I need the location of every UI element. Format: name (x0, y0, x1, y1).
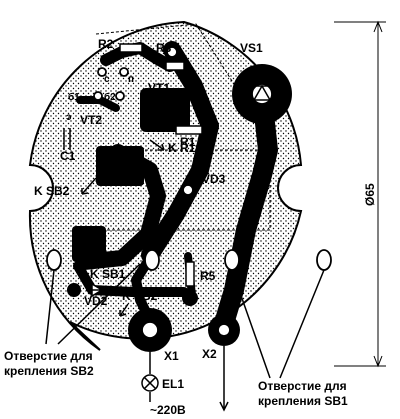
hole-sb1-right (316, 249, 332, 271)
label-c1: C1 (60, 149, 76, 163)
label-r5: R5 (200, 269, 216, 283)
hole-b1 (93, 91, 103, 101)
arrow-k-sb1 (79, 253, 89, 263)
label-vd2: VD2 (84, 294, 108, 308)
leader-caption-left (45, 263, 141, 345)
label-e: э (66, 112, 72, 123)
hole-p (119, 67, 129, 77)
components (63, 43, 272, 298)
arrow-k-sb2-bottom (119, 303, 129, 317)
thyristor-symbol (252, 84, 272, 101)
pad-sb1 (72, 226, 106, 262)
hole-b2 (115, 91, 125, 101)
label-r2: R2 (98, 37, 114, 51)
hole-x1 (141, 321, 159, 339)
mounting-holes (46, 46, 332, 339)
pad-vt2 (96, 146, 144, 186)
lamp-el1 (141, 374, 159, 392)
pad-r5 (182, 290, 198, 306)
hole-x2 (217, 323, 231, 337)
track-vt2-sb2 (76, 144, 166, 270)
captions: Отверстие для крепления SB2 Отверстие дл… (4, 349, 348, 408)
resistor-r2 (119, 43, 143, 53)
arrow-k-r1 (149, 139, 165, 151)
capacitor-c1 (63, 128, 71, 150)
copper-pads (67, 64, 292, 352)
label-c: с (104, 74, 110, 85)
resistor-r3 (165, 61, 185, 71)
caption-right-line1: Отверстие для (258, 379, 347, 393)
label-vs1: VS1 (240, 41, 263, 55)
arrows (45, 139, 325, 412)
resistor-r5 (185, 261, 195, 287)
label-vd3: VD3 (202, 172, 226, 186)
arrow-k-sb2-left (81, 177, 97, 195)
pad-vd2 (67, 283, 81, 297)
hole-vd3 (182, 184, 194, 196)
hole-sb1-left (224, 249, 240, 271)
caption-right-line2: крепления SB1 (258, 394, 348, 408)
label-b1: б1 (68, 91, 80, 103)
track-vs1-x2 (212, 86, 278, 340)
label-x2: X2 (202, 347, 217, 361)
hole-vs1 (251, 83, 273, 105)
label-p: п (128, 74, 134, 85)
label-diameter: Ø65 (363, 183, 377, 206)
hole-r3 (166, 46, 178, 58)
label-vt1: VT1 (148, 81, 170, 95)
caption-left-line2: крепления SB2 (4, 364, 94, 378)
label-r3: R3 (156, 41, 172, 55)
component-outline (91, 23, 272, 258)
diode-vd2 (86, 282, 108, 298)
label-r1: R1 (180, 135, 196, 149)
label-k-r1: K R1 (168, 141, 196, 155)
label-x1: X1 (164, 349, 179, 363)
label-b2: б2 (104, 91, 116, 103)
label-vt2: VT2 (80, 113, 102, 127)
label-k-sb2-left: K SB2 (34, 184, 70, 198)
hole-sb2-right (144, 249, 160, 271)
hole-sb2-left (46, 249, 62, 271)
label-voltage: ~220В (150, 403, 186, 417)
resistor-r1 (175, 125, 203, 135)
label-el1: EL1 (162, 377, 184, 391)
label-k-sb2-bottom: K SB2 (122, 289, 158, 303)
diameter-dimension (334, 20, 386, 368)
pad-vt1 (140, 88, 190, 132)
labels: R2 R3 VS1 с п б1 б2 VT1 э VT2 R1 K R1 C1… (34, 37, 377, 417)
label-k-sb1: K SB1 (90, 267, 126, 281)
hole-c (97, 67, 107, 77)
caption-left-line1: Отверстие для (4, 349, 93, 363)
x2-down-arrow (219, 346, 229, 412)
leader-caption-right (231, 269, 325, 379)
track-r3-vd3 (141, 41, 219, 264)
